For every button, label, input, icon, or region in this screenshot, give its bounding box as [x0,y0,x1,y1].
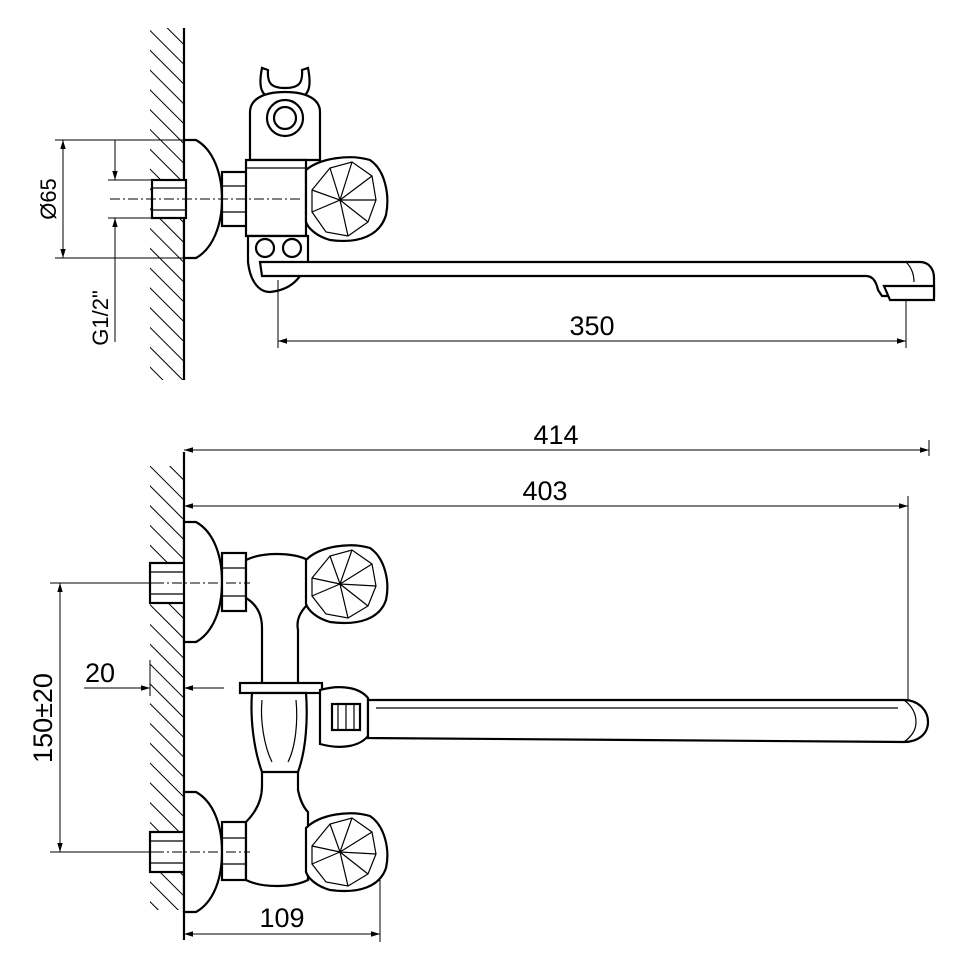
dimension-offset: 20 [84,658,224,696]
dimension-thread: G1/2" [88,140,186,346]
label-overall-length: 414 [533,420,578,450]
handle-lower [304,812,389,893]
label-center-distance: 150±20 [28,673,58,763]
front-view: 414 403 [28,420,930,942]
dimension-diameter: Ø65 [36,139,186,259]
label-spout-length: 350 [569,311,614,341]
dimension-403: 403 [184,476,909,710]
diverter-front [238,681,370,774]
label-flange-diameter: Ø65 [36,178,61,220]
label-offset: 20 [85,658,115,688]
dimension-projection: 109 [184,880,381,942]
handle-upper [304,544,389,625]
dimension-350: 350 [277,280,907,348]
side-view: 350 Ø65 G1/2" [36,28,936,380]
label-projection: 109 [259,903,304,933]
mixer-body-side [244,158,308,238]
dimension-414: 414 [184,420,930,456]
dimension-center-distance: 150±20 [28,582,160,853]
label-thread: G1/2" [88,290,113,346]
spout-side [258,260,936,302]
shower-holder-side [248,66,322,162]
label-spout-reach: 403 [522,476,567,506]
spout-front [366,698,930,744]
handle-side [304,156,389,242]
